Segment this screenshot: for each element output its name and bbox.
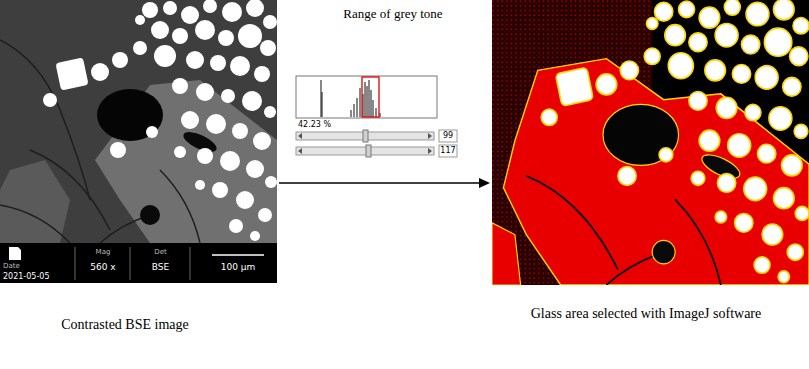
image-annotation: BSE	[133, 262, 188, 273]
image-annotation: 560 x	[78, 262, 128, 273]
threshold-sliders	[296, 130, 457, 157]
thresholded-image	[492, 0, 809, 285]
image-annotation: 100 µm	[200, 262, 276, 273]
flow-arrow	[279, 178, 490, 188]
image-caption: Contrasted BSE image	[0, 316, 250, 334]
image-caption: Glass area selected with ImageJ software	[530, 305, 762, 323]
histogram-bars	[321, 80, 380, 117]
image-panel: Glass area selected with ImageJ software	[492, 0, 809, 285]
image-annotation: 42.23 %	[298, 120, 348, 130]
image-annotation: 117	[439, 146, 457, 156]
panel-heading: Range of grey tone	[333, 6, 453, 22]
image-panel: Contrasted BSE image	[0, 0, 277, 283]
image-annotation: Mag	[78, 248, 128, 257]
bse-image	[0, 0, 277, 283]
image-annotation: Det	[133, 248, 188, 257]
image-annotation: Date	[3, 262, 43, 271]
image-annotation: 2021-05-05	[3, 272, 73, 282]
image-annotation: 99	[439, 131, 457, 141]
